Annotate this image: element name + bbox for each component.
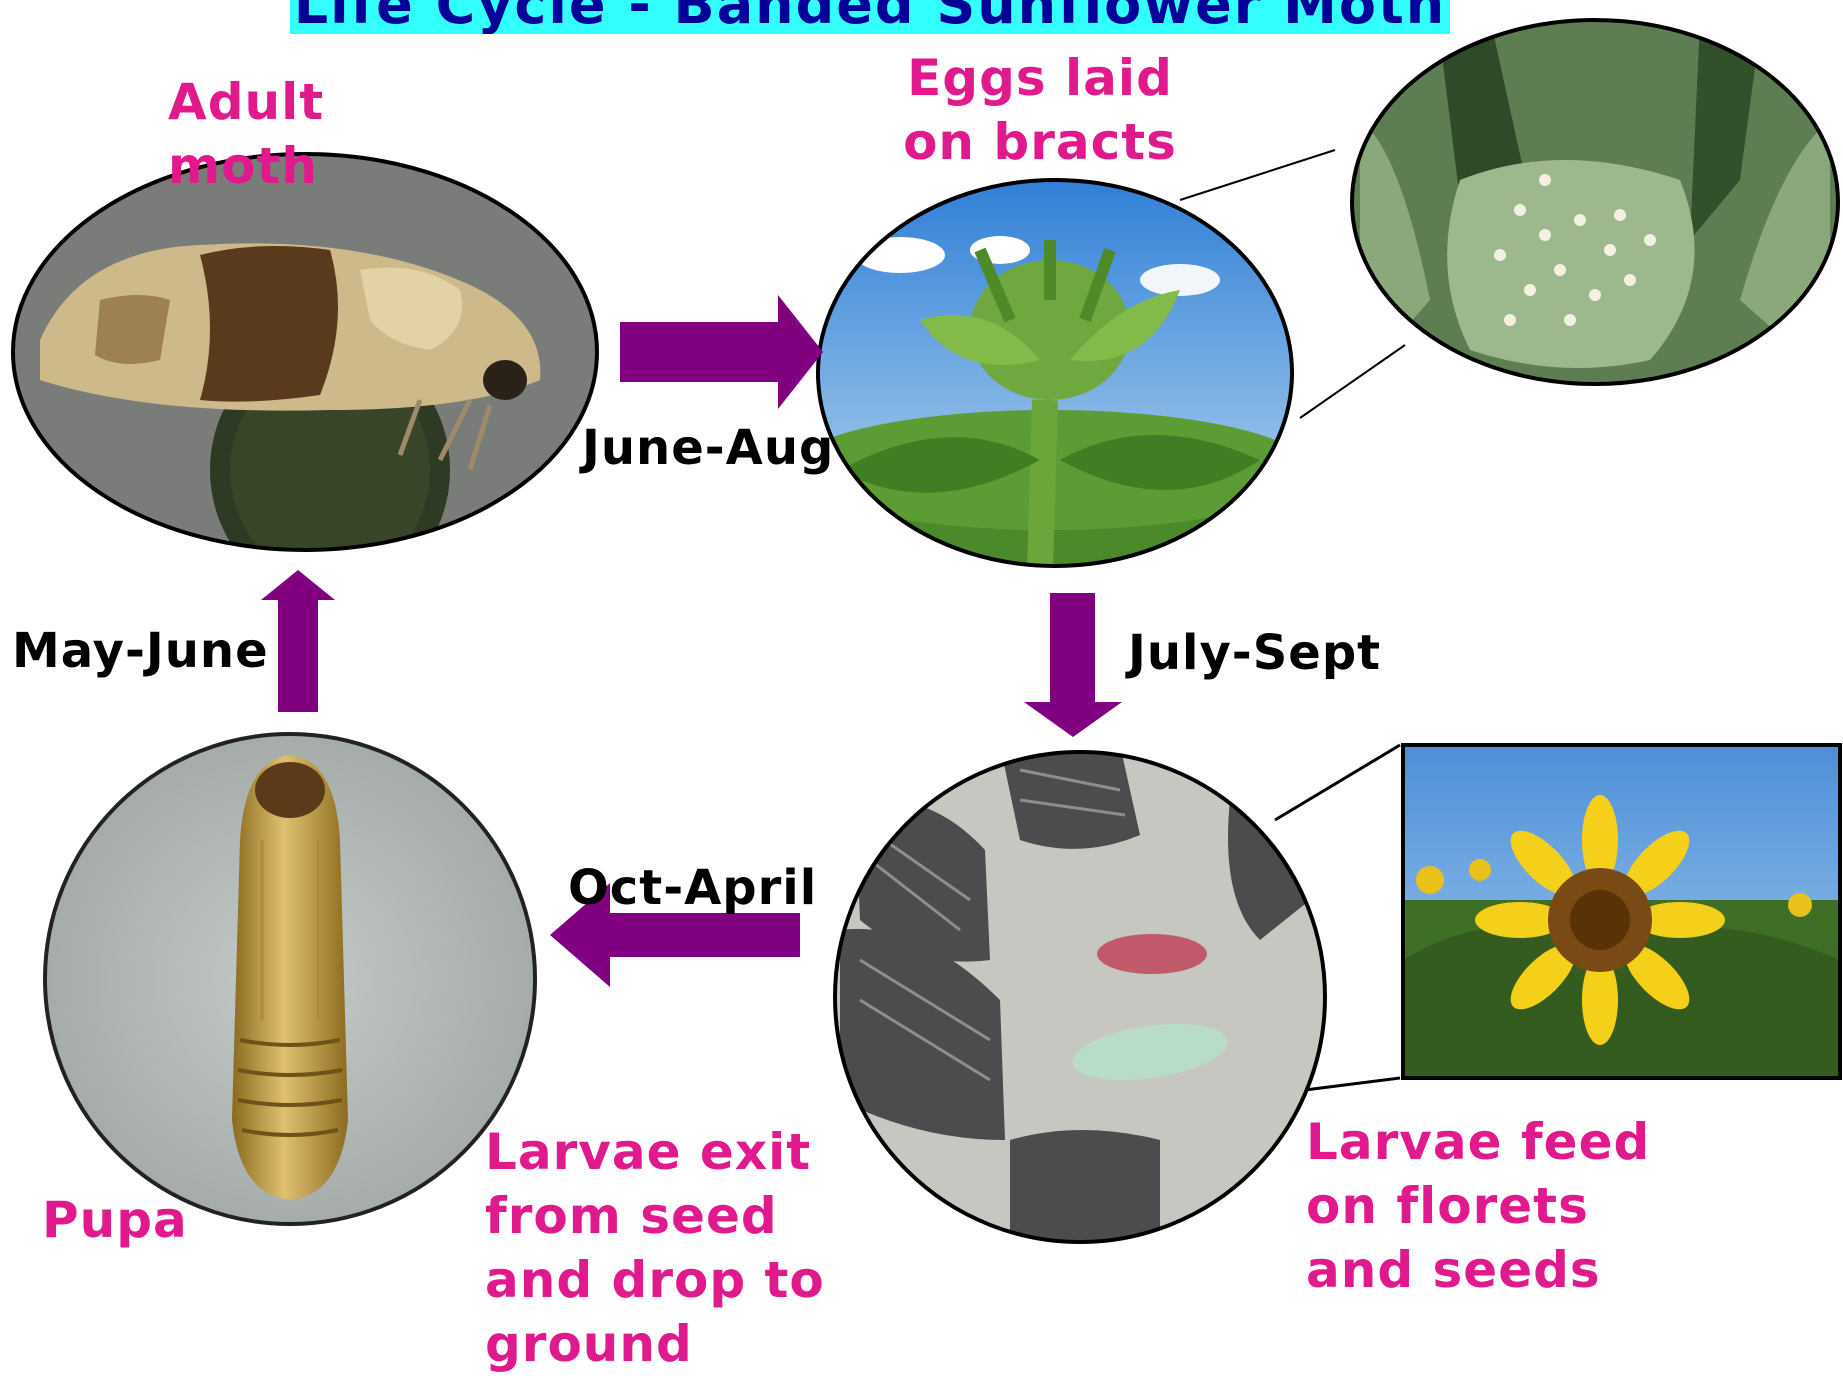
arrow-eggs-to-larvae (1024, 593, 1122, 737)
larvae-callout-line-bottom (1305, 1078, 1400, 1090)
sunflower-photo (1403, 745, 1840, 1078)
month-label-july-sept: July-Sept (1128, 625, 1381, 681)
eggs-photo (790, 178, 1310, 570)
month-label-oct-april: Oct-April (568, 860, 817, 916)
larvae-callout-line-top (1275, 745, 1400, 820)
month-label-june-aug: June-Aug (582, 420, 834, 476)
stage-label-adult-moth: Adult moth (168, 70, 488, 198)
eggs-callout-line-bottom (1300, 345, 1405, 418)
stage-label-larvae-feed: Larvae feed on florets and seeds (1306, 1110, 1706, 1302)
stage-label-eggs: Eggs laid on bracts (870, 46, 1210, 174)
stage-label-larvae-exit: Larvae exit from seed and drop to ground (485, 1120, 895, 1376)
month-label-may-june: May-June (12, 623, 269, 679)
stage-label-pupa: Pupa (42, 1188, 188, 1252)
arrow-adult-to-eggs (620, 295, 823, 409)
arrow-pupa-to-adult (261, 570, 335, 712)
